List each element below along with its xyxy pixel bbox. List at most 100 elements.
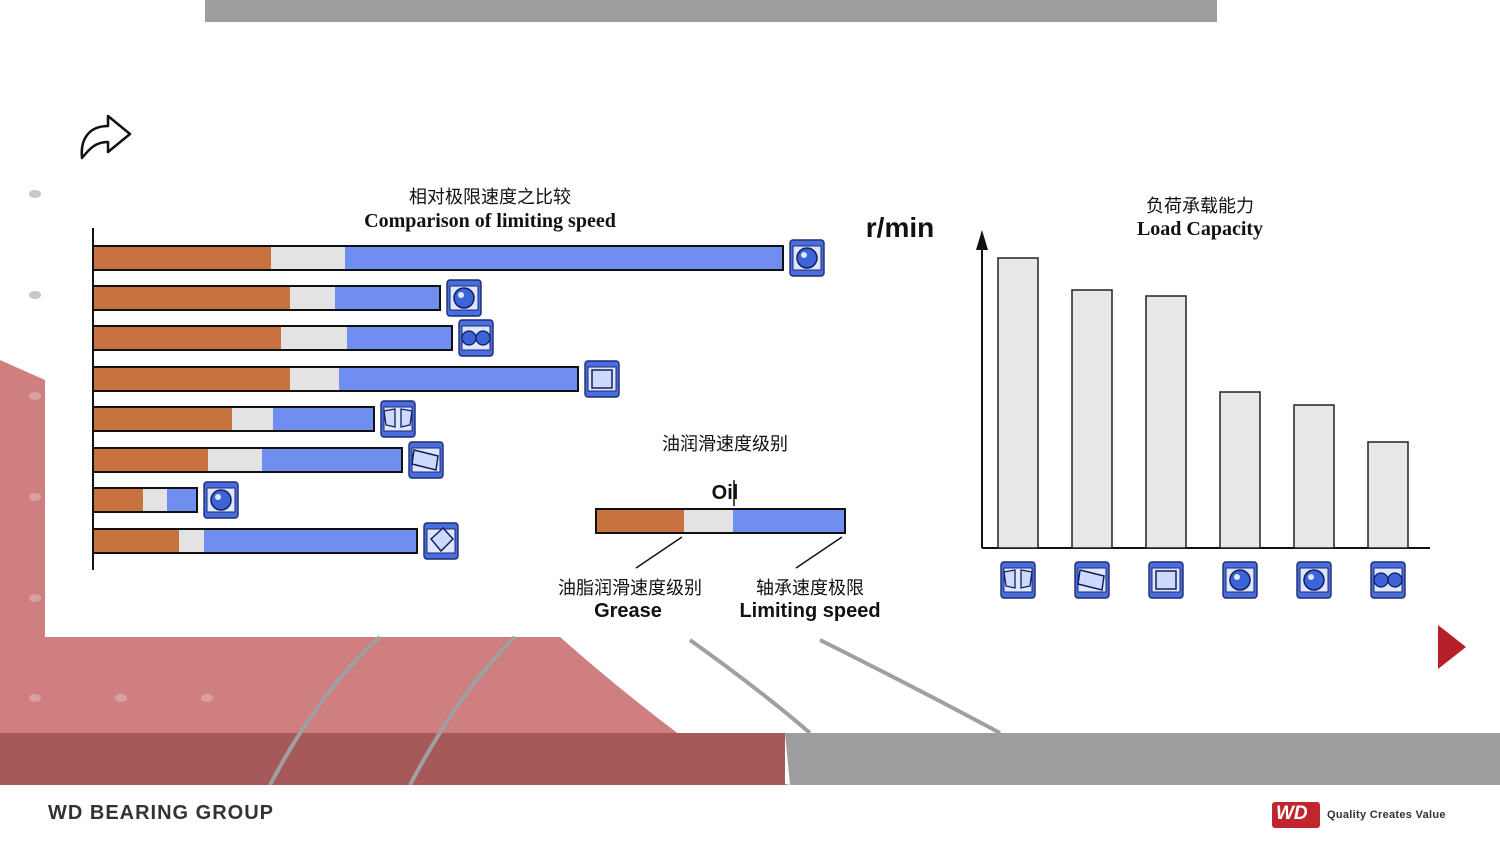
bearing-roller (400, 408, 413, 428)
speed-bar-segment-limiting-speed (167, 488, 197, 512)
legend-limit-label-zh: 轴承速度极限 (756, 578, 864, 599)
bearing-ball (1387, 572, 1403, 588)
bearing-ball (796, 247, 818, 269)
speed-chart-title-zh: 相对极限速度之比较 (409, 187, 571, 208)
bearing-highlight (215, 494, 221, 500)
bearing-highlight (458, 292, 464, 298)
speed-bar-segment-limiting-speed (339, 367, 578, 391)
bearing-highlight (801, 252, 807, 258)
load-bar (997, 257, 1039, 549)
decor-dot (29, 493, 41, 501)
speed-bar-segment-grease (93, 448, 208, 472)
angular-contact-roller-bearing-icon (423, 522, 459, 560)
speed-bar-segment-grease (93, 367, 290, 391)
deep-groove-ball-bearing-icon (789, 239, 825, 277)
speed-bar-outline (92, 285, 441, 311)
cylindrical-roller-bearing-icon (584, 360, 620, 398)
legend-grease-label-zh: 油脂润滑速度级别 (558, 578, 702, 599)
bearing-roller (1077, 569, 1105, 591)
speed-bar-segment-grease (93, 246, 271, 270)
legend-grease-label: Grease (594, 600, 662, 622)
bearing-roller (429, 526, 455, 553)
legend-limit-pointer (795, 536, 843, 569)
load-bar (1071, 289, 1113, 549)
legend-bar-outline (595, 508, 846, 534)
decor-dot (201, 694, 213, 702)
legend-bar-segment (684, 509, 733, 533)
bearing-roller (1003, 569, 1016, 589)
legend-oil-label-zh: 油润滑速度级别 (662, 434, 788, 455)
footer-bar (0, 785, 1500, 844)
legend-bar-segment (596, 509, 684, 533)
brand-logo-text: WD (1276, 803, 1308, 824)
speed-bar-segment-grease (93, 488, 143, 512)
load-y-axis-arrow (976, 230, 988, 250)
bearing-roller (1155, 570, 1177, 590)
speed-bar-segment-limiting-speed (273, 407, 374, 431)
speed-bar-segment-grease (93, 286, 290, 310)
speed-bar-outline (92, 528, 418, 554)
speed-bar-segment-limiting-speed (204, 529, 417, 553)
bearing-ball (475, 330, 491, 346)
tapered-roller-bearing-icon (1074, 561, 1110, 599)
speed-bar-segment-limiting-speed (347, 326, 452, 350)
speed-bar-segment-limiting-speed (335, 286, 440, 310)
speed-bar-outline (92, 245, 784, 271)
legend-limit-label: Limiting speed (739, 600, 881, 622)
brand-logo (1272, 802, 1320, 828)
spherical-roller-bearing-icon (1000, 561, 1036, 599)
load-bar (1145, 295, 1187, 549)
load-bar (1219, 391, 1261, 549)
load-chart-title: Load Capacity (1136, 218, 1264, 240)
bearing-highlight (1308, 574, 1314, 580)
load-chart-title-zh: 负荷承载能力 (1146, 196, 1254, 217)
bearing-roller (383, 408, 396, 428)
thrust-ball-bearing-icon (203, 481, 239, 519)
load-bar (1367, 441, 1409, 549)
speed-unit-label: r/min (865, 212, 935, 243)
company-name: WD BEARING GROUP (48, 802, 274, 824)
decor-dot (29, 392, 41, 400)
spherical-roller-bearing-icon (380, 400, 416, 438)
bearing-ball (1229, 569, 1251, 591)
speed-bar-segment-oil (281, 326, 347, 350)
speed-bar-segment-grease (93, 529, 179, 553)
speed-bar-segment-oil (232, 407, 273, 431)
speed-bar-segment-oil (290, 286, 335, 310)
deep-groove-ball-bearing-icon (446, 279, 482, 317)
speed-bar-segment-limiting-speed (262, 448, 402, 472)
bearing-ball (210, 489, 232, 511)
cylindrical-roller-bearing-icon (1148, 561, 1184, 599)
decor-dot (29, 594, 41, 602)
tapered-roller-bearing-icon (408, 441, 444, 479)
decor-dot (29, 291, 41, 299)
load-bar (1293, 404, 1335, 549)
decor-dot (29, 694, 41, 702)
bearing-roller (411, 449, 439, 471)
legend-grease-pointer (635, 536, 683, 569)
speed-bar-outline (92, 366, 579, 392)
speed-bar-segment-oil (179, 529, 204, 553)
top-banner (205, 0, 1217, 22)
speed-bar-outline (92, 487, 198, 513)
next-slide-icon[interactable] (1436, 625, 1466, 669)
decor-dot (29, 190, 41, 198)
bearing-ball (461, 330, 477, 346)
brand-tagline: Quality Creates Value (1327, 809, 1446, 821)
legend-oil-label: Oil (711, 482, 739, 504)
bearing-ball (1373, 572, 1389, 588)
deep-groove-ball-bearing-icon (1296, 561, 1332, 599)
speed-chart-title: Comparison of limiting speed (364, 210, 616, 232)
legend-bar-segment (733, 509, 845, 533)
bearing-ball (1303, 569, 1325, 591)
decor-dot (115, 694, 127, 702)
bearing-ball (453, 287, 475, 309)
speed-bar-segment-limiting-speed (345, 246, 783, 270)
speed-bar-segment-oil (143, 488, 167, 512)
bearing-roller (1020, 569, 1033, 589)
bearing-roller (591, 369, 613, 389)
speed-bar-outline (92, 325, 453, 351)
share-arrow-icon[interactable] (76, 104, 136, 164)
speed-bar-segment-grease (93, 407, 232, 431)
